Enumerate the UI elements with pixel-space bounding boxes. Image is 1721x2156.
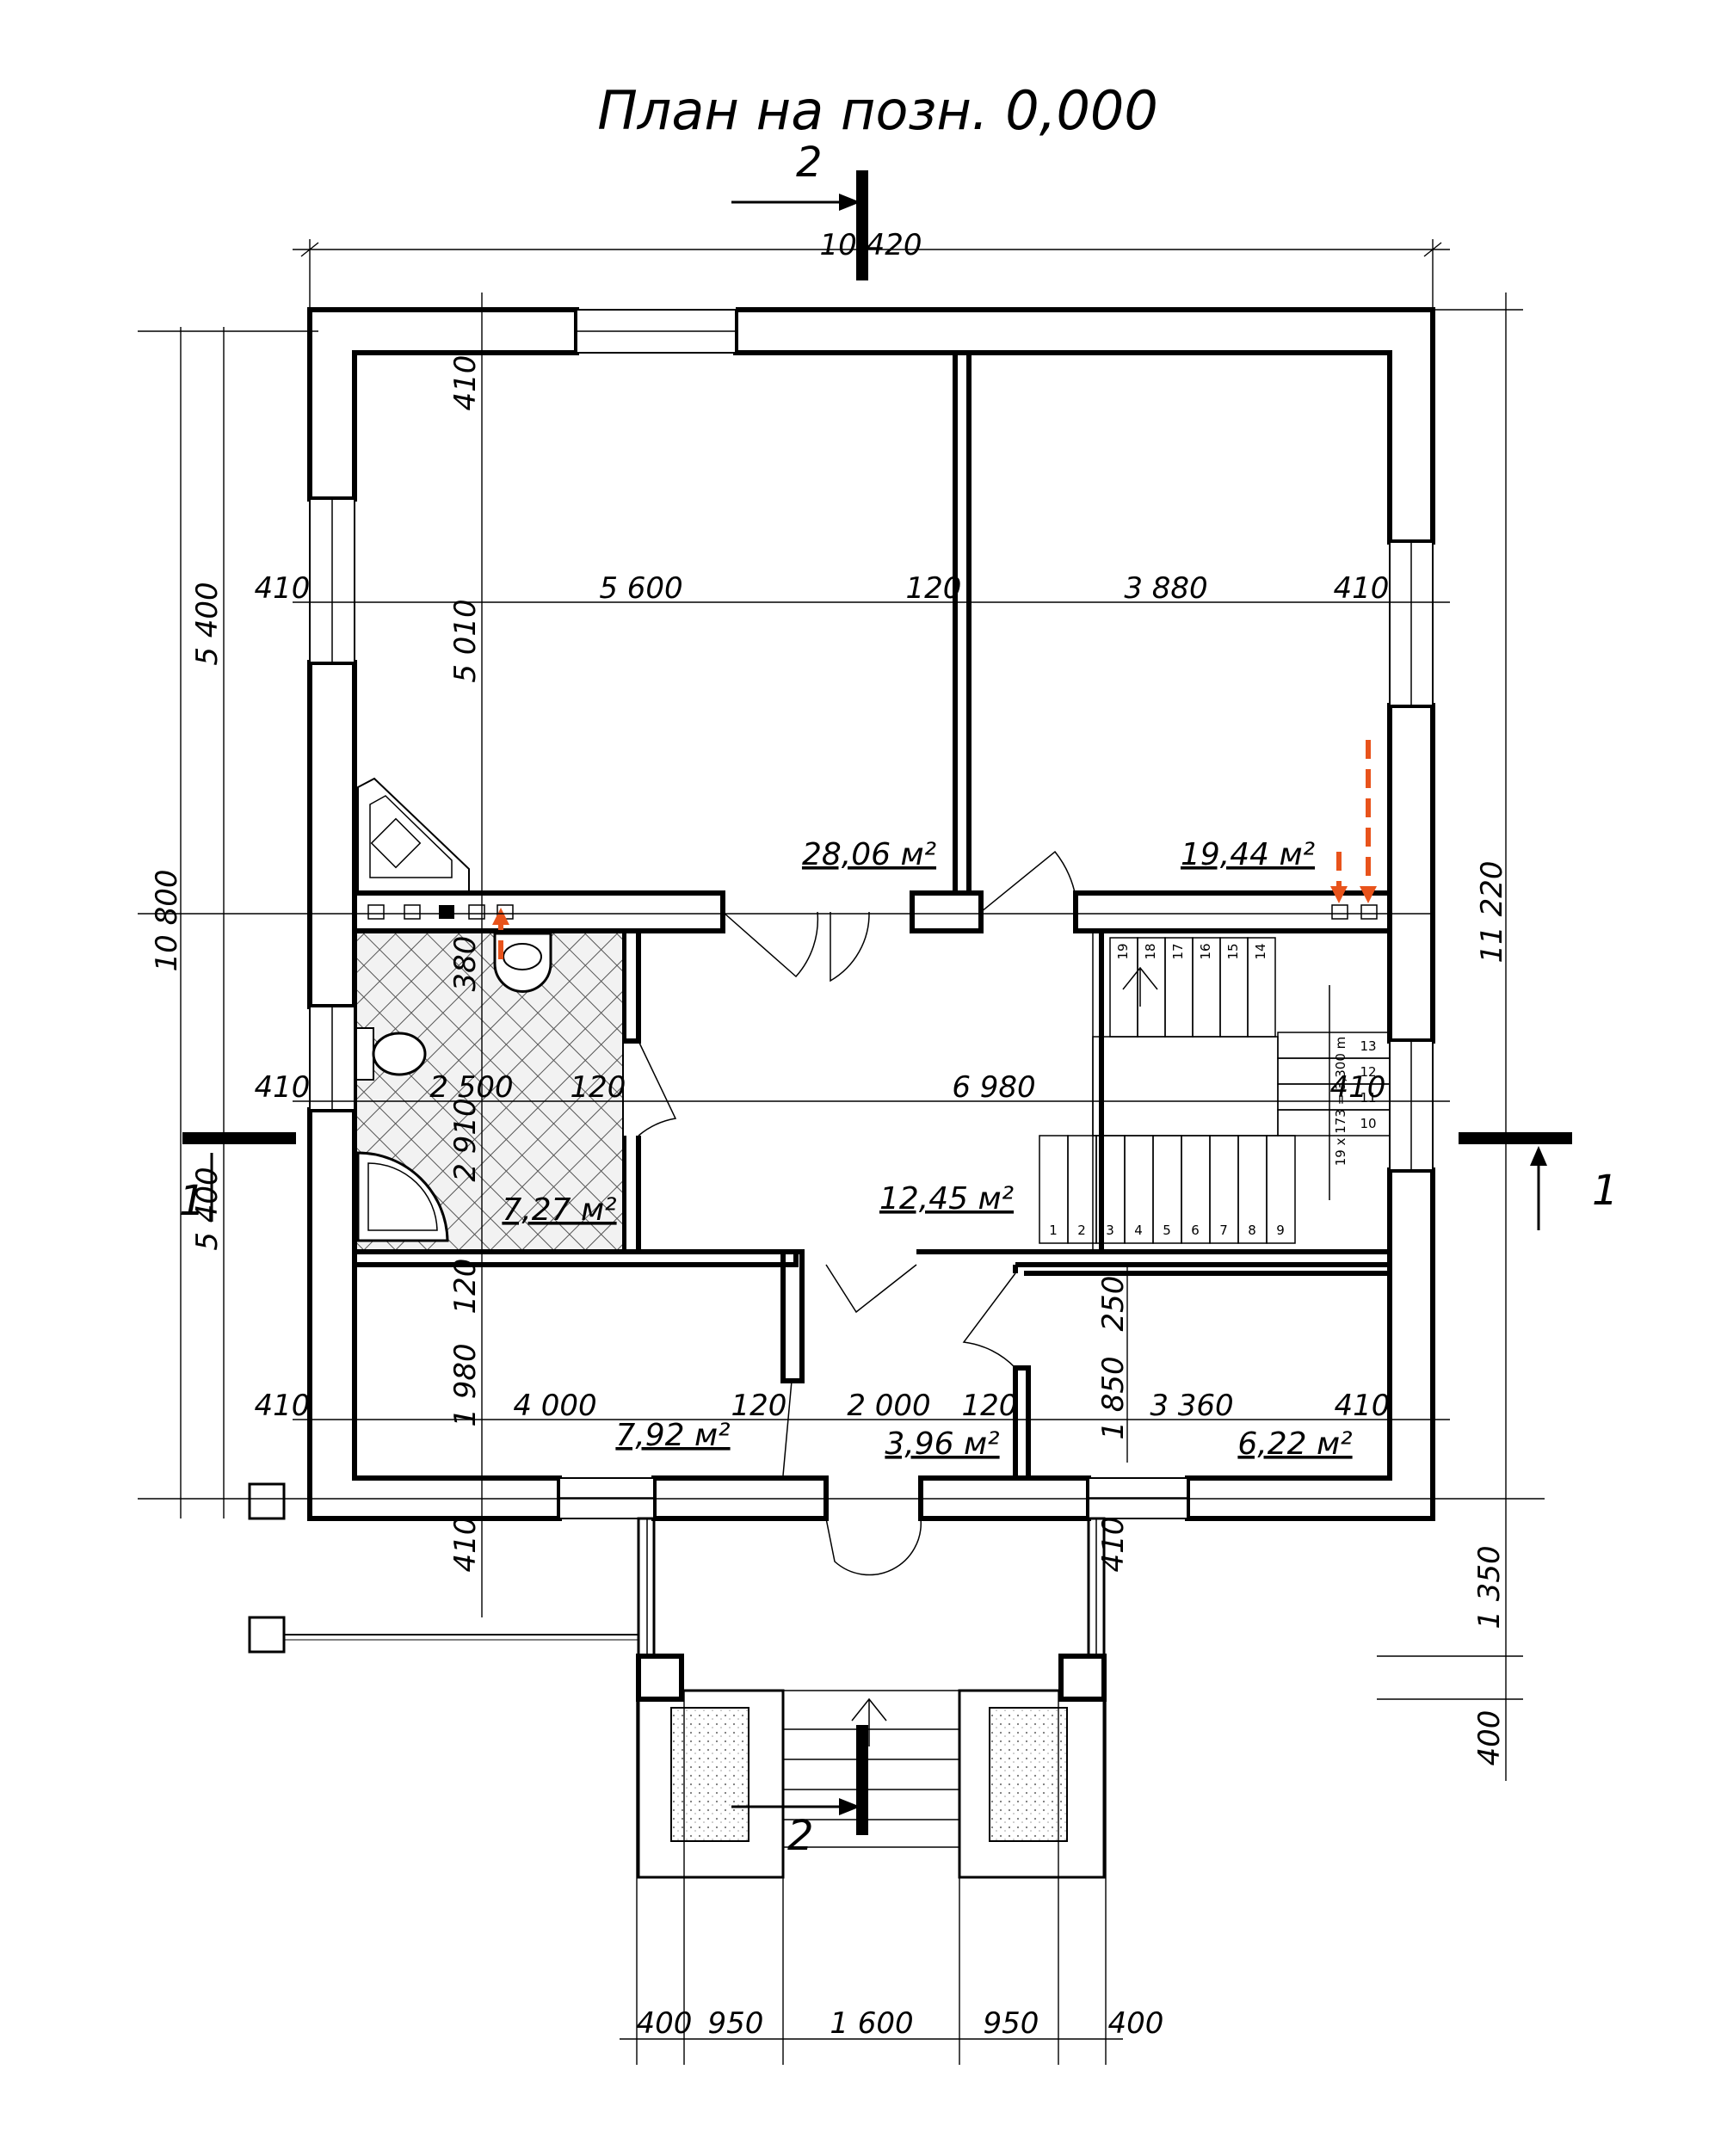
stair-step-number: 10 [1360,1116,1376,1131]
stair-step-number: 12 [1360,1064,1376,1080]
dimension-lines [138,239,1545,2065]
stair-step-number: 5 [1163,1223,1171,1238]
windows [309,309,1434,1519]
area-room-top-left: 28,06 м² [802,837,936,872]
dim-bottom-5: 120 [962,1389,1018,1423]
dim-mid-4: 6 980 [952,1070,1035,1105]
corner-furniture [357,777,470,892]
area-room-bottom-left: 7,92 м² [615,1418,730,1453]
stair-step-number: 15 [1225,943,1241,959]
stair-step-number: 18 [1143,943,1158,959]
bathroom-fixtures [355,932,552,1242]
stair-step-number: 16 [1198,943,1213,959]
stair-direction-arrow [1122,966,1158,1007]
stair-step-number: 2 [1077,1223,1086,1238]
dim-overall-width: 10 420 [820,228,922,262]
dim-porch-5: 400 [1108,2006,1164,2041]
dim-top-5: 410 [1334,571,1390,606]
dim-vert-misc-3: 410 [1096,1517,1131,1573]
dim-bottom-1: 410 [255,1389,311,1423]
vent-ducts [367,904,1378,920]
dim-vert-3: 380 [448,936,483,992]
dim-porch-4: 950 [984,2006,1039,2041]
stair-step-number: 6 [1191,1223,1200,1238]
section-label-1-left: 1 [179,1177,206,1225]
stair-step-number: 17 [1170,943,1186,959]
area-vestibule: 3,96 м² [885,1426,999,1462]
dim-porch-1: 400 [637,2006,693,2041]
stair-step-number: 4 [1134,1223,1143,1238]
red-markers [492,740,1377,959]
dim-half-bottom: 5 400 [190,1167,225,1250]
dim-vert-1: 410 [448,355,483,411]
area-hall: 12,45 м² [879,1181,1014,1217]
dim-porch-2: 950 [708,2006,764,2041]
stair-step-number: 8 [1248,1223,1256,1238]
dim-mid-2: 2 500 [429,1070,513,1105]
stair-step-number: 1 [1049,1223,1058,1238]
area-bathroom: 7,27 м² [502,1192,616,1228]
dim-bottom-2: 4 000 [513,1389,596,1423]
dim-vert-7: 410 [448,1517,483,1573]
porch [248,1482,1107,1879]
stair-step-number: 19 [1115,943,1131,959]
dim-top-1: 410 [255,571,311,606]
section-label-2-bottom: 2 [787,1812,814,1860]
dim-top-4: 3 880 [1124,571,1207,606]
stair-step-number: 13 [1360,1038,1376,1054]
room-areas: 28,06 м² 19,44 м² 7,27 м² 12,45 м² 7,92 … [502,837,1352,1462]
dim-half-top: 5 400 [190,582,225,665]
dim-mid-3: 120 [571,1070,626,1105]
dim-mid-1: 410 [255,1070,311,1105]
dim-right-lower-2: 400 [1472,1710,1507,1766]
stair-step-number: 14 [1253,943,1268,959]
dim-vert-5: 120 [448,1259,483,1315]
door-swings [638,850,1076,1576]
section-cut-1: 1 1 [179,1132,1619,1230]
dim-bottom-7: 410 [1335,1389,1391,1423]
area-room-bottom-right: 6,22 м² [1237,1426,1352,1462]
stair-tread [1277,1032,1391,1059]
dim-bottom-3: 120 [731,1389,787,1423]
dim-top-2: 5 600 [599,571,682,606]
stair-tread [1109,937,1138,1038]
dim-overall-height-right: 11 220 [1475,861,1509,964]
section-label-2-top: 2 [796,139,823,187]
section-label-1-right: 1 [1592,1167,1619,1215]
dim-porch-3: 1 600 [830,2006,913,2041]
stair-step-number: 7 [1219,1223,1228,1238]
dim-overall-height-left: 10 800 [150,870,184,972]
dim-vert-4: 2 910 [448,1098,483,1181]
dim-vert-misc-1: 250 [1096,1276,1131,1332]
dim-bottom-4: 2 000 [847,1389,930,1423]
dim-top-3: 120 [906,571,962,606]
stair-step-number: 9 [1276,1223,1285,1238]
dim-vert-6: 1 980 [448,1343,483,1426]
dim-bottom-6: 3 360 [1150,1389,1233,1423]
dim-vert-misc-2: 1 850 [1096,1356,1131,1439]
dim-right-lower-1: 1 350 [1472,1545,1507,1629]
section-cut-2: 2 2 [731,139,868,1860]
dim-mid-5: 410 [1330,1070,1386,1105]
area-room-top-right: 19,44 м² [1181,837,1315,872]
plan-title: План на позн. 0,000 [597,79,1158,142]
dim-vert-2: 5 010 [448,599,483,682]
dimension-texts: 10 420 10 800 11 220 5 400 5 400 410 5 6… [150,228,1509,2041]
stair-step-number: 3 [1106,1223,1114,1238]
